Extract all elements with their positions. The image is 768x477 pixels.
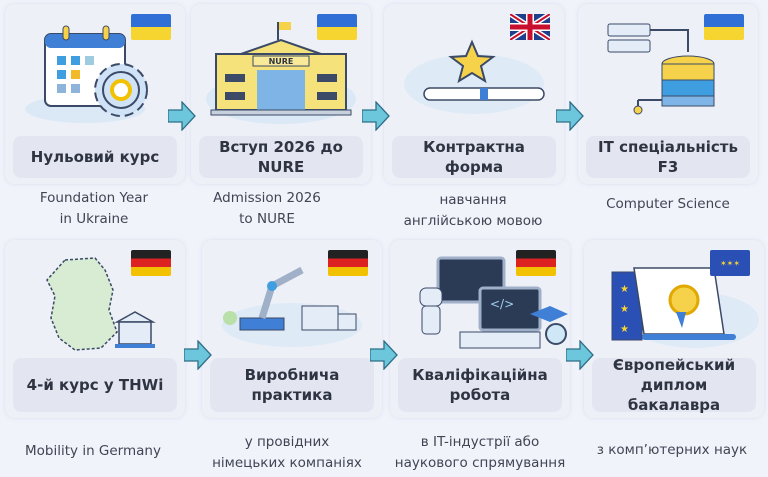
step-title: Кваліфікаційна робота <box>398 358 562 412</box>
step-card-contract: Контрактна форма <box>384 4 564 184</box>
university-building-icon: NURE <box>206 22 356 124</box>
step-card-foundation: Нульовий курс <box>5 4 185 184</box>
step-title: IT спеціальність F3 <box>586 136 750 178</box>
step-card-internship: Виробнича практика <box>202 240 382 418</box>
step-title: 4-й курс у THWi <box>13 358 177 412</box>
step-title: Контрактна форма <box>392 136 556 178</box>
step-card-admission: NURE Вступ 2026 до NURE <box>191 4 371 184</box>
arrow-right-icon <box>556 101 584 131</box>
germany-flag-icon <box>516 250 556 276</box>
arrow-right-icon <box>168 101 196 131</box>
germany-flag-icon <box>328 250 368 276</box>
step-subtitle: Mobility in Germany <box>25 443 161 459</box>
robot-computer-icon: </> <box>419 256 568 349</box>
diploma-scroll-icon: ★ ★ ★ <box>611 267 759 348</box>
database-icon <box>607 23 715 115</box>
diploma-star-icon <box>404 39 545 114</box>
svg-text:★: ★ <box>620 284 629 295</box>
ukraine-flag-icon <box>317 14 357 40</box>
step-title: Європейський диплом бакалавра <box>592 356 756 414</box>
svg-text:★: ★ <box>620 304 629 315</box>
svg-text:</>: </> <box>490 297 514 311</box>
step-subtitle: з комп’ютерних наук <box>596 442 748 458</box>
step-card-it-specialty: IT спеціальність F3 <box>578 4 758 184</box>
step-card-diploma: ★ ★ ★ ✶✶✶ Європейський диплом бакалавра <box>584 240 764 418</box>
step-title: Вступ 2026 до NURE <box>199 136 363 178</box>
step-title: Нульовий курс <box>13 136 177 178</box>
step-title: Виробнича практика <box>210 358 374 412</box>
arrow-right-icon <box>566 340 594 370</box>
united-kingdom-flag-icon <box>508 11 552 43</box>
european-union-flag-icon: ✶✶✶ <box>710 250 750 276</box>
arrow-right-icon <box>370 340 398 370</box>
step-card-thwi: 4-й курс у THWi <box>5 240 185 418</box>
arrow-right-icon <box>184 340 212 370</box>
ukraine-flag-icon <box>704 14 744 40</box>
arrow-right-icon <box>362 101 390 131</box>
svg-text:★: ★ <box>620 324 629 335</box>
calendar-gear-icon <box>25 25 148 123</box>
building-label: NURE <box>269 57 294 66</box>
robot-arm-icon <box>222 266 362 347</box>
step-subtitle: Computer Science <box>606 196 730 212</box>
germany-flag-icon <box>131 250 171 276</box>
ukraine-flag-icon <box>131 14 171 40</box>
step-card-thesis: </> Кваліфікаційна робота <box>390 240 570 418</box>
germany-map-icon <box>46 257 156 351</box>
